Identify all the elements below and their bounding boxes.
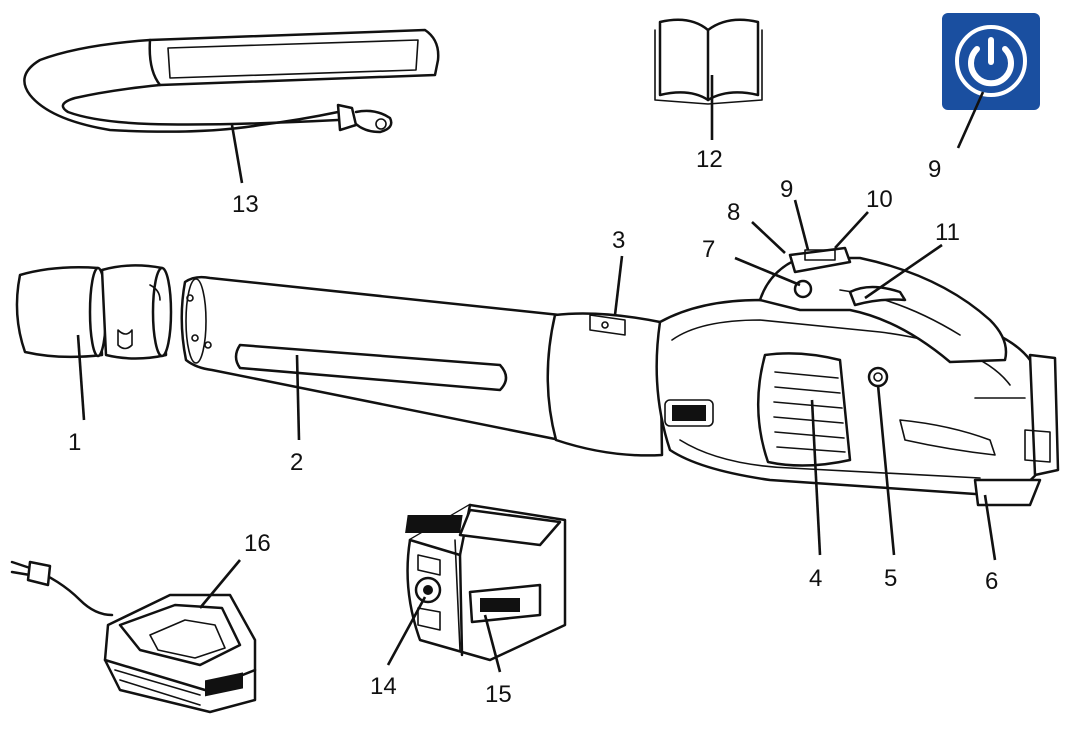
leader-13 bbox=[232, 125, 242, 183]
label-3: 3 bbox=[612, 227, 625, 254]
label-15: 15 bbox=[485, 681, 512, 708]
blower-body bbox=[182, 248, 1058, 505]
nozzle-tip bbox=[17, 265, 171, 358]
leader-8 bbox=[752, 222, 785, 253]
label-14: 14 bbox=[370, 673, 397, 700]
leader-9 bbox=[795, 200, 808, 250]
label-9: 9 bbox=[780, 176, 793, 203]
label-8: 8 bbox=[727, 199, 740, 226]
label-13: 13 bbox=[232, 191, 259, 218]
label-10: 10 bbox=[866, 186, 893, 213]
leader-3 bbox=[615, 256, 622, 315]
label-2: 2 bbox=[290, 449, 303, 476]
label-12: 12 bbox=[696, 146, 723, 173]
label-1: 1 bbox=[68, 429, 81, 456]
label-7: 7 bbox=[702, 236, 715, 263]
label-5: 5 bbox=[884, 565, 897, 592]
label-4: 4 bbox=[809, 565, 822, 592]
power-icon bbox=[942, 13, 1040, 110]
shoulder-strap bbox=[24, 30, 438, 132]
label-11: 11 bbox=[935, 219, 960, 246]
label-16: 16 bbox=[244, 530, 271, 557]
label-6: 6 bbox=[985, 568, 998, 595]
battery-pack bbox=[405, 505, 565, 660]
label-9-badge: 9 bbox=[928, 156, 941, 183]
leader-10 bbox=[835, 212, 868, 248]
open-book-icon bbox=[655, 20, 762, 104]
